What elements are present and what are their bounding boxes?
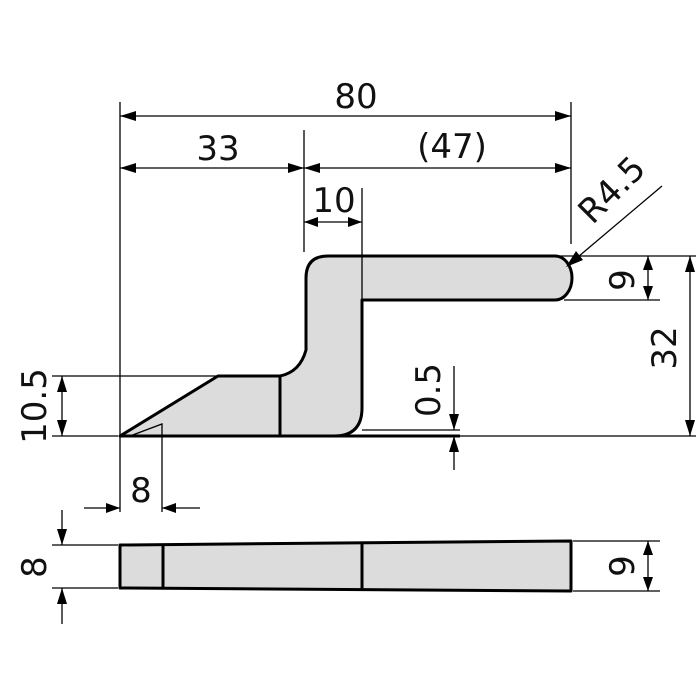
side-view: [118, 254, 574, 438]
dimension-tip-radius: R4.5: [566, 149, 663, 267]
dim-label-9-top: 9: [603, 269, 643, 291]
dimension-overall-length: 80: [120, 77, 571, 121]
dim-label-8-blade: 8: [130, 471, 152, 511]
dimension-left-length: 33: [120, 129, 304, 173]
dimension-bottom-thickness-left: 8: [15, 510, 67, 624]
dimension-neck-width: 10: [304, 181, 362, 227]
dimension-bottom-thickness-right: 9: [603, 541, 653, 591]
top-view: [118, 539, 573, 593]
top-view-body: [118, 539, 573, 593]
dimension-overall-height: 32: [645, 256, 695, 436]
dim-label-r45: R4.5: [571, 149, 654, 232]
dimension-blade-height: 10.5: [15, 368, 67, 444]
dim-label-8-left: 8: [15, 556, 55, 578]
dim-label-32: 32: [645, 326, 685, 369]
dim-label-47: (47): [417, 127, 487, 167]
dimension-right-length: (47): [304, 127, 571, 173]
dimension-blade-length: 8: [84, 471, 200, 513]
dim-label-10-5: 10.5: [15, 368, 55, 444]
dim-label-9-bottom: 9: [603, 555, 643, 577]
blade-edge-detail: [129, 423, 163, 437]
top-view-extension-lines: [52, 540, 660, 592]
side-view-body: [118, 254, 574, 438]
dimension-step-height: 0.5: [409, 363, 459, 470]
dim-label-10: 10: [312, 181, 355, 221]
extension-lines: [52, 102, 696, 512]
dim-label-0-5: 0.5: [409, 363, 449, 417]
dim-label-80: 80: [334, 77, 377, 117]
dim-label-33: 33: [196, 129, 239, 169]
dimension-arm-thickness: 9: [603, 256, 653, 300]
